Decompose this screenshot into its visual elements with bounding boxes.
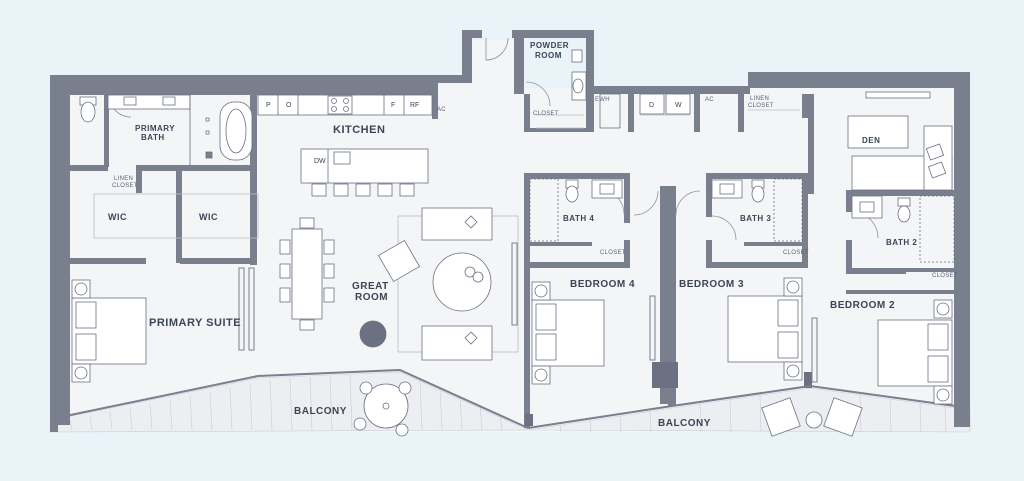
great-room-label-line2: ROOM [355,292,388,303]
bath-4-label: BATH 4 [563,214,594,223]
appliance-dw-label: DW [314,158,326,165]
powder-room-label-line1: POWDER [530,41,569,50]
bath-fixtures [529,178,955,263]
powder-room-label-line2: ROOM [535,51,562,60]
kitchen-label: KITCHEN [333,124,385,136]
room-labels: POWDER ROOM KITCHEN PRIMARY BATH LINEN C… [108,41,958,429]
bath-2-label: BATH 2 [886,238,917,247]
balcony-railing [55,368,971,429]
appliance-rf-label: RF [410,102,419,109]
linen-closet-label-line1: LINEN [114,176,133,182]
great-room-label-line1: GREAT [352,281,389,292]
bedroom-2-label: BEDROOM 2 [830,300,895,311]
columns [525,362,812,426]
balcony-furniture [353,381,863,437]
bath-3-label: BATH 3 [740,214,771,223]
closet-shelving [93,109,800,239]
beds [71,277,953,405]
primary-bath-fixtures [79,94,253,165]
linen-closet-top-label-line2: CLOSET [748,103,774,109]
appliance-f-label: F [391,102,395,109]
great-room-seating [359,207,519,361]
ac-laundry-label: AC [705,97,714,103]
laundry-appliances [599,93,691,129]
closet-powder-label: CLOSET [533,111,559,117]
wic-right-label: WIC [199,212,218,222]
interior-walls [70,83,954,428]
dining-table [279,217,335,331]
wic-left-label: WIC [108,212,127,222]
primary-suite-label: PRIMARY SUITE [149,317,241,329]
den-furniture [847,91,953,191]
ewh-label: EWH [595,97,610,103]
linen-closet-top-label-line1: LINEN [750,96,769,102]
bedroom-3-label: BEDROOM 3 [679,279,744,290]
appliance-w-label: W [675,102,682,109]
kitchen-counter [257,94,433,197]
bedroom-4-label: BEDROOM 4 [570,279,635,290]
linen-closet-label-line2: CLOSET [112,183,138,189]
sliding-doors [238,242,818,383]
closet-bath2-label: CLOSET [932,273,958,279]
primary-bath-label-line2: BATH [141,133,165,142]
appliance-p-label: P [266,102,271,109]
den-label: DEN [862,136,880,145]
powder-room-fixtures [571,49,587,101]
exterior-walls [50,30,970,432]
balcony-right-label: BALCONY [658,418,711,429]
appliance-o-label: O [286,102,292,109]
primary-bath-label-line1: PRIMARY [135,124,175,133]
balcony-left-label: BALCONY [294,406,347,417]
appliance-d-label: D [649,102,654,109]
closet-bath3-label: CLOSET [783,250,809,256]
closet-bath4-label: CLOSET [600,250,626,256]
ac-kitchen-label: AC [437,107,446,113]
